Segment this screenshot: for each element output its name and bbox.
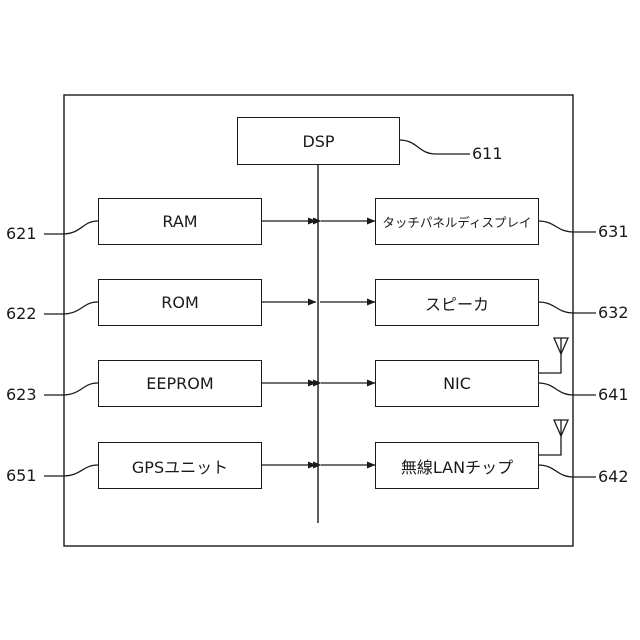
dsp-label: DSP [302, 132, 334, 151]
ref-631: 631 [598, 222, 629, 242]
ref-651: 651 [6, 466, 37, 486]
rom-box: ROM [98, 279, 262, 326]
wireless-lan-chip-label: 無線LANチップ [401, 454, 513, 478]
dsp-box: DSP [237, 117, 400, 165]
leader-632 [538, 302, 596, 313]
touch-panel-display-box: タッチパネルディスプレイ [375, 198, 539, 245]
leader-631 [538, 221, 596, 232]
leader-641 [538, 383, 596, 395]
ref-632: 632 [598, 303, 629, 323]
eeprom-box: EEPROM [98, 360, 262, 407]
ref-611: 611 [472, 144, 503, 164]
leader-651 [44, 465, 98, 476]
nic-antenna-icon [538, 338, 568, 373]
ref-622: 622 [6, 304, 37, 324]
ref-641: 641 [598, 385, 629, 405]
wireless-chip-antenna-icon [538, 420, 568, 455]
ref-621: 621 [6, 224, 37, 244]
rom-label: ROM [161, 293, 199, 312]
nic-label: NIC [443, 374, 471, 393]
ram-box: RAM [98, 198, 262, 245]
eeprom-label: EEPROM [146, 374, 213, 393]
speaker-label: スピーカ [425, 291, 489, 315]
nic-box: NIC [375, 360, 539, 407]
wireless-lan-chip-box: 無線LANチップ [375, 442, 539, 489]
leader-623 [44, 383, 98, 395]
leader-642 [538, 465, 596, 477]
gps-unit-label: GPSユニット [132, 454, 228, 478]
speaker-box: スピーカ [375, 279, 539, 326]
ref-642: 642 [598, 467, 629, 487]
leader-622 [44, 302, 98, 314]
touch-panel-display-label: タッチパネルディスプレイ [382, 212, 531, 231]
leader-611 [399, 140, 470, 154]
ram-label: RAM [162, 212, 197, 231]
ref-623: 623 [6, 385, 37, 405]
gps-unit-box: GPSユニット [98, 442, 262, 489]
leader-621 [44, 221, 98, 234]
